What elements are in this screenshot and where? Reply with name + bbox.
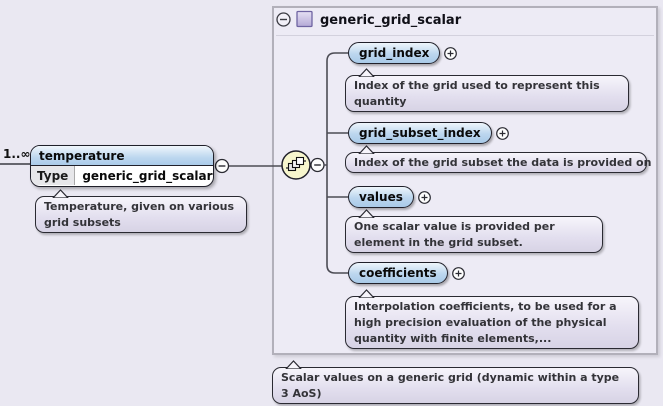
bubble-tail — [52, 189, 69, 198]
expand-icon[interactable] — [451, 266, 465, 280]
doc-bubble: Index of the grid used to represent this… — [345, 68, 629, 112]
child-row: grid_index — [348, 42, 458, 64]
bubble-tail — [285, 360, 302, 369]
doc-bubble: Index of the grid subset the data is pro… — [345, 145, 651, 173]
bubble-tail — [358, 68, 375, 77]
doc-text: One scalar value is provided per element… — [354, 220, 555, 249]
children-branch-lines — [324, 52, 348, 274]
collapse-icon[interactable] — [214, 158, 230, 174]
bubble-tail — [358, 145, 375, 154]
doc-bubble: One scalar value is provided per element… — [345, 209, 603, 253]
doc-text: Index of the grid used to represent this… — [354, 79, 600, 108]
sequence-icon[interactable] — [281, 150, 311, 180]
element-name: values — [359, 190, 403, 204]
element-name: grid_index — [359, 46, 430, 60]
doc-text: Index of the grid subset the data is pro… — [354, 156, 652, 169]
element-values[interactable]: values — [348, 186, 414, 208]
child-row: coefficients — [348, 262, 465, 284]
expand-icon[interactable] — [444, 46, 458, 60]
annotation-bubble: Scalar values on a generic grid (dynamic… — [272, 360, 639, 404]
element-name: coefficients — [359, 266, 437, 280]
doc-text: Interpolation coefficients, to be used f… — [354, 300, 617, 345]
bubble-tail — [358, 209, 375, 218]
element-grid-index[interactable]: grid_index — [348, 42, 441, 64]
element-type-row: Type generic_grid_scalar — [31, 166, 213, 185]
element-name: temperature — [31, 146, 213, 166]
annotation-text: Scalar values on a generic grid (dynamic… — [281, 371, 620, 400]
child-row: grid_subset_index — [348, 122, 509, 144]
type-panel-title: generic_grid_scalar — [320, 13, 462, 28]
annotation-bubble: Temperature, given on various grid subse… — [35, 189, 247, 233]
type-value: generic_grid_scalar — [82, 168, 213, 183]
bubble-tail — [358, 289, 375, 298]
element-name: grid_subset_index — [359, 126, 481, 140]
doc-bubble: Interpolation coefficients, to be used f… — [345, 289, 639, 349]
collapse-icon[interactable] — [310, 157, 325, 173]
annotation-text: Temperature, given on various grid subse… — [44, 200, 235, 229]
collapse-icon[interactable] — [276, 12, 291, 27]
element-temperature[interactable]: temperature Type generic_grid_scalar — [30, 145, 214, 187]
element-coefficients[interactable]: coefficients — [348, 262, 448, 284]
panel-separator — [276, 35, 654, 36]
complex-type-icon — [296, 10, 313, 28]
cardinality-label: 1..∞ — [3, 147, 31, 161]
expand-icon[interactable] — [417, 190, 431, 204]
type-label: Type — [31, 166, 76, 185]
expand-icon[interactable] — [495, 126, 509, 140]
child-row: values — [348, 186, 431, 208]
element-grid-subset-index[interactable]: grid_subset_index — [348, 122, 492, 144]
